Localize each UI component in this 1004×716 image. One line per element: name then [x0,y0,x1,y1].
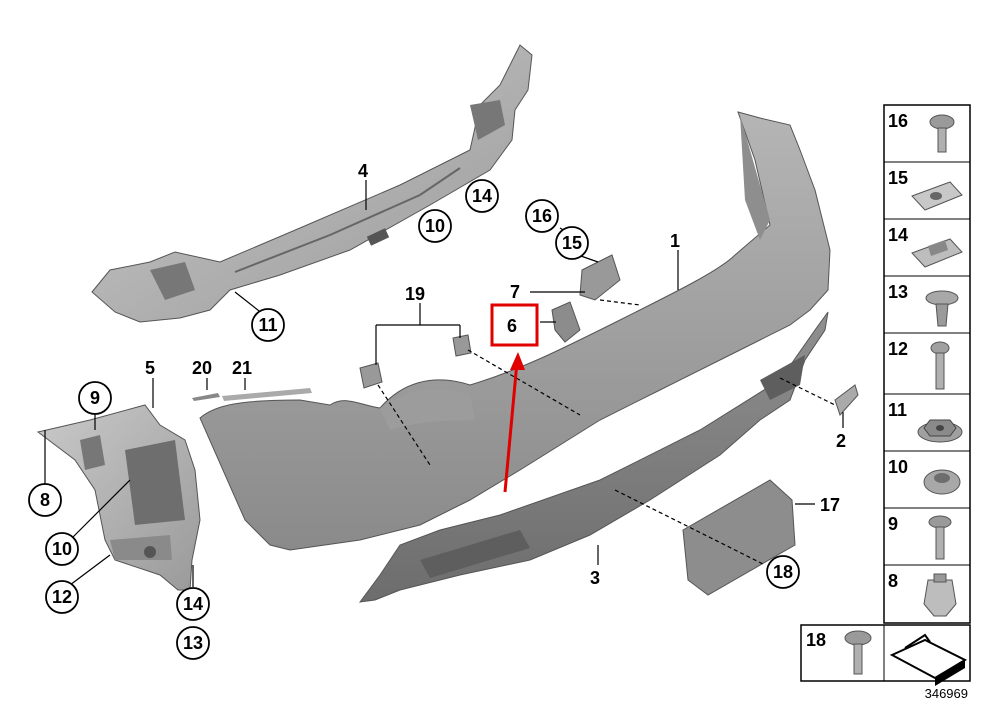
callout-18: 18 [773,562,793,582]
callout-1: 1 [670,231,680,251]
reference-number: 346969 [925,686,968,701]
highlight-box [490,303,539,347]
licence-plate-base-part [682,479,796,596]
callout-6: 6 [507,316,517,336]
callout-10-bracket: 10 [52,539,72,559]
expanding-rivet-icon [925,290,959,327]
clip-nut-icon [911,238,963,268]
fastener-legend: 16 15 14 13 12 11 10 9 8 [883,104,971,624]
screw-icon [928,515,952,560]
guide-part-7 [579,254,621,301]
callout-20: 20 [192,358,212,378]
guide-part-6 [551,301,581,343]
screw-icon [930,341,950,390]
callout-5: 5 [145,358,155,378]
bottom-legend: 18 [800,624,971,686]
clip-nut-icon [911,181,963,211]
legend-label-13: 13 [888,282,908,302]
reflector-part [834,384,859,416]
highlight-arrow-head [510,352,525,370]
kit-symbol-icon [889,633,968,686]
clip-part-19b [452,334,472,357]
callout-13: 13 [183,633,203,653]
callout-21: 21 [232,358,252,378]
callout-2: 2 [836,431,846,451]
callout-10-carrier: 10 [425,216,445,236]
legend-label-15: 15 [888,168,908,188]
screw-icon [929,114,955,153]
legend-label-12: 12 [888,339,908,359]
highlight-arrow [503,361,519,493]
callout-3: 3 [590,568,600,588]
side-bracket-part [36,404,201,591]
callouts: 1 2 3 4 5 7 17 19 20 21 10 14 11 16 15 9… [28,161,846,660]
callout-12: 12 [52,587,72,607]
legend-label-10: 10 [888,457,908,477]
clip-part-19a [359,362,383,389]
callout-16: 16 [532,206,552,226]
trim-strip-20-part [192,393,220,401]
callout-17: 17 [820,495,840,515]
callout-9: 9 [90,388,100,408]
callout-14-bracket: 14 [183,594,203,614]
callout-11: 11 [258,315,277,335]
callout-7: 7 [510,282,520,302]
nut-icon [923,469,961,495]
callout-14-carrier: 14 [472,186,492,206]
legend-label-14: 14 [888,225,908,245]
clip-icon [923,573,957,617]
legend-label-9: 9 [888,514,898,534]
bumper-carrier-part [91,44,533,323]
trim-strip-21-part [222,388,312,401]
callout-4: 4 [358,161,368,181]
legend-label-8: 8 [888,571,898,591]
hex-nut-icon [917,419,963,443]
legend-label-11: 11 [888,400,907,420]
callout-15: 15 [562,233,582,253]
bumper-panel-part [199,111,831,551]
callout-8: 8 [40,490,50,510]
diffuser-part [358,311,829,603]
legend-label-18: 18 [806,630,826,650]
screw-icon [844,630,872,675]
callout-19: 19 [405,284,425,304]
legend-label-16: 16 [888,111,908,131]
